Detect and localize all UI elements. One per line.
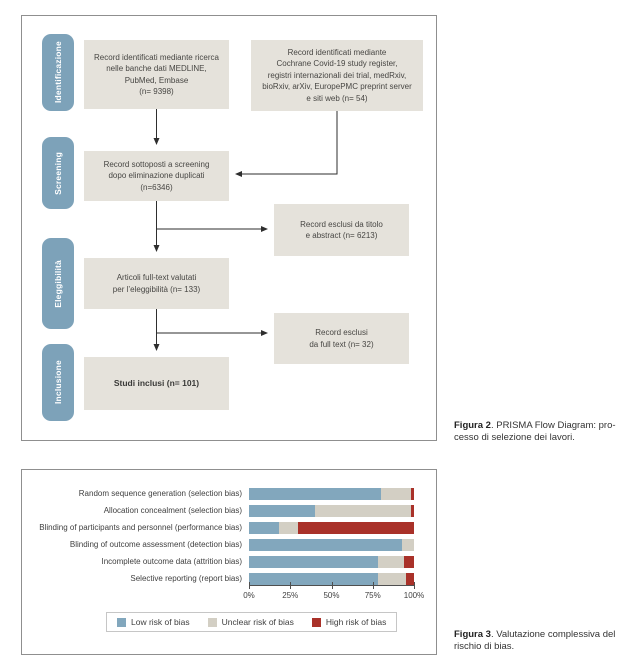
axis-tick-label: 50% <box>323 591 340 600</box>
bar-segment-low <box>249 522 279 534</box>
bar-segment-unclear <box>377 556 405 568</box>
axis-tick-label: 75% <box>364 591 381 600</box>
bar-segment-low <box>249 539 403 551</box>
bar-segment-high <box>405 573 414 585</box>
chart-category-label: Incomplete outcome data (attrition bias) <box>101 557 242 566</box>
axis-tick <box>414 582 415 589</box>
chart-category-label: Blinding of participants and personnel (… <box>39 523 242 532</box>
axis-tick <box>290 582 292 589</box>
flow-box-register-records: Record identificati mediante Cochrane Co… <box>251 40 423 111</box>
legend-swatch-high <box>311 617 321 627</box>
stage-identificazione: Identificazione <box>42 34 74 111</box>
chart-bar-track <box>249 505 414 517</box>
figure3-caption-line2: rischio di bias. <box>454 641 515 653</box>
bar-segment-low <box>249 488 381 500</box>
axis-tick-label: 100% <box>403 591 425 600</box>
chart-bar-track <box>249 522 414 534</box>
stage-screening-label: Screening <box>53 151 63 195</box>
chart-bar-track <box>249 556 414 568</box>
bar-segment-unclear <box>402 539 414 551</box>
chart-category-label: Selective reporting (report bias) <box>130 574 242 583</box>
stage-inclusione-label: Inclusione <box>53 360 63 405</box>
legend-item-unclear: Unclear risk of bias <box>207 617 294 627</box>
legend-label-unclear: Unclear risk of bias <box>221 617 294 627</box>
bar-segment-high <box>410 505 414 517</box>
bar-segment-high <box>410 488 414 500</box>
flow-box-excluded-title-abstract: Record esclusi da titolo e abstract (n= … <box>274 204 409 256</box>
flow-box-fulltext-assessed: Articoli full-text valutati per l’eleggi… <box>84 258 229 309</box>
arrow-register-to-screening <box>235 111 338 177</box>
figure2-caption-line1: . PRISMA Flow Diagram: pro- <box>490 420 616 431</box>
stage-eleggibilita: Eleggibilità <box>42 238 74 329</box>
chart-category-label: Allocation concealment (selection bias) <box>103 506 242 515</box>
chart-category-label: Random sequence generation (selection bi… <box>78 489 242 498</box>
legend-item-high: High risk of bias <box>311 617 387 627</box>
figure3-caption-line1: . Valutazione complessiva del <box>490 629 616 640</box>
chart-bar-track <box>249 539 414 551</box>
legend-swatch-unclear <box>207 617 217 627</box>
bar-segment-low <box>249 505 315 517</box>
chart-legend: Low risk of bias Unclear risk of bias High… <box>106 612 398 632</box>
flow-box-excluded-fulltext: Record esclusi da full text (n= 32) <box>274 313 409 364</box>
figure3-caption: Figura 3. Valutazione complessiva del ri… <box>454 629 625 654</box>
figure2-caption-label: Figura 2 <box>454 420 491 431</box>
stage-screening: Screening <box>42 137 74 209</box>
bar-segment-low <box>249 573 378 585</box>
axis-tick-label: 25% <box>282 591 299 600</box>
chart-row: Blinding of outcome assessment (detectio… <box>22 538 436 555</box>
legend-label-low: Low risk of bias <box>131 617 190 627</box>
chart-row: Selective reporting (report bias) <box>22 572 436 589</box>
figure3-caption-label: Figura 3 <box>454 629 491 640</box>
bar-segment-low <box>249 556 378 568</box>
bar-segment-high <box>298 522 414 534</box>
chart-row: Blinding of participants and personnel (… <box>22 521 436 538</box>
stage-identificazione-label: Identificazione <box>53 41 63 104</box>
axis-tick <box>372 582 374 589</box>
bar-segment-unclear <box>278 522 299 534</box>
figure2-caption: Figura 2. PRISMA Flow Diagram: pro- cess… <box>454 420 625 445</box>
chart-bar-track <box>249 488 414 500</box>
legend-label-high: High risk of bias <box>325 617 387 627</box>
legend-swatch-low <box>117 617 126 627</box>
axis-tick <box>331 582 333 589</box>
chart-category-label: Blinding of outcome assessment (detectio… <box>69 540 242 549</box>
legend-item-low: Low risk of bias <box>117 617 190 627</box>
axis-tick <box>249 582 250 589</box>
prisma-flow-diagram-panel: Identificazione Screening Eleggibilità I… <box>21 15 437 441</box>
chart-row: Random sequence generation (selection bi… <box>22 487 436 504</box>
bar-segment-unclear <box>315 505 411 517</box>
flow-box-database-records: Record identificati mediante ricerca nel… <box>84 40 229 109</box>
stage-inclusione: Inclusione <box>42 344 74 421</box>
bar-segment-unclear <box>381 488 411 500</box>
chart-row: Incomplete outcome data (attrition bias) <box>22 555 436 572</box>
axis-tick-label: 0% <box>243 591 255 600</box>
figure2-caption-line2: cesso di selezione dei lavori. <box>454 432 575 444</box>
bar-segment-high <box>404 556 414 568</box>
chart-bar-track <box>249 573 414 585</box>
risk-of-bias-chart-panel: Random sequence generation (selection bi… <box>21 469 437 655</box>
bar-segment-unclear <box>377 573 406 585</box>
stage-eleggibilita-label: Eleggibilità <box>53 259 63 308</box>
chart-row: Allocation concealment (selection bias) <box>22 504 436 521</box>
flow-box-screened-records: Record sottoposti a screening dopo elimi… <box>84 151 229 201</box>
chart-rows: Random sequence generation (selection bi… <box>22 487 436 589</box>
flow-box-included-studies: Studi inclusi (n= 101) <box>84 357 229 410</box>
